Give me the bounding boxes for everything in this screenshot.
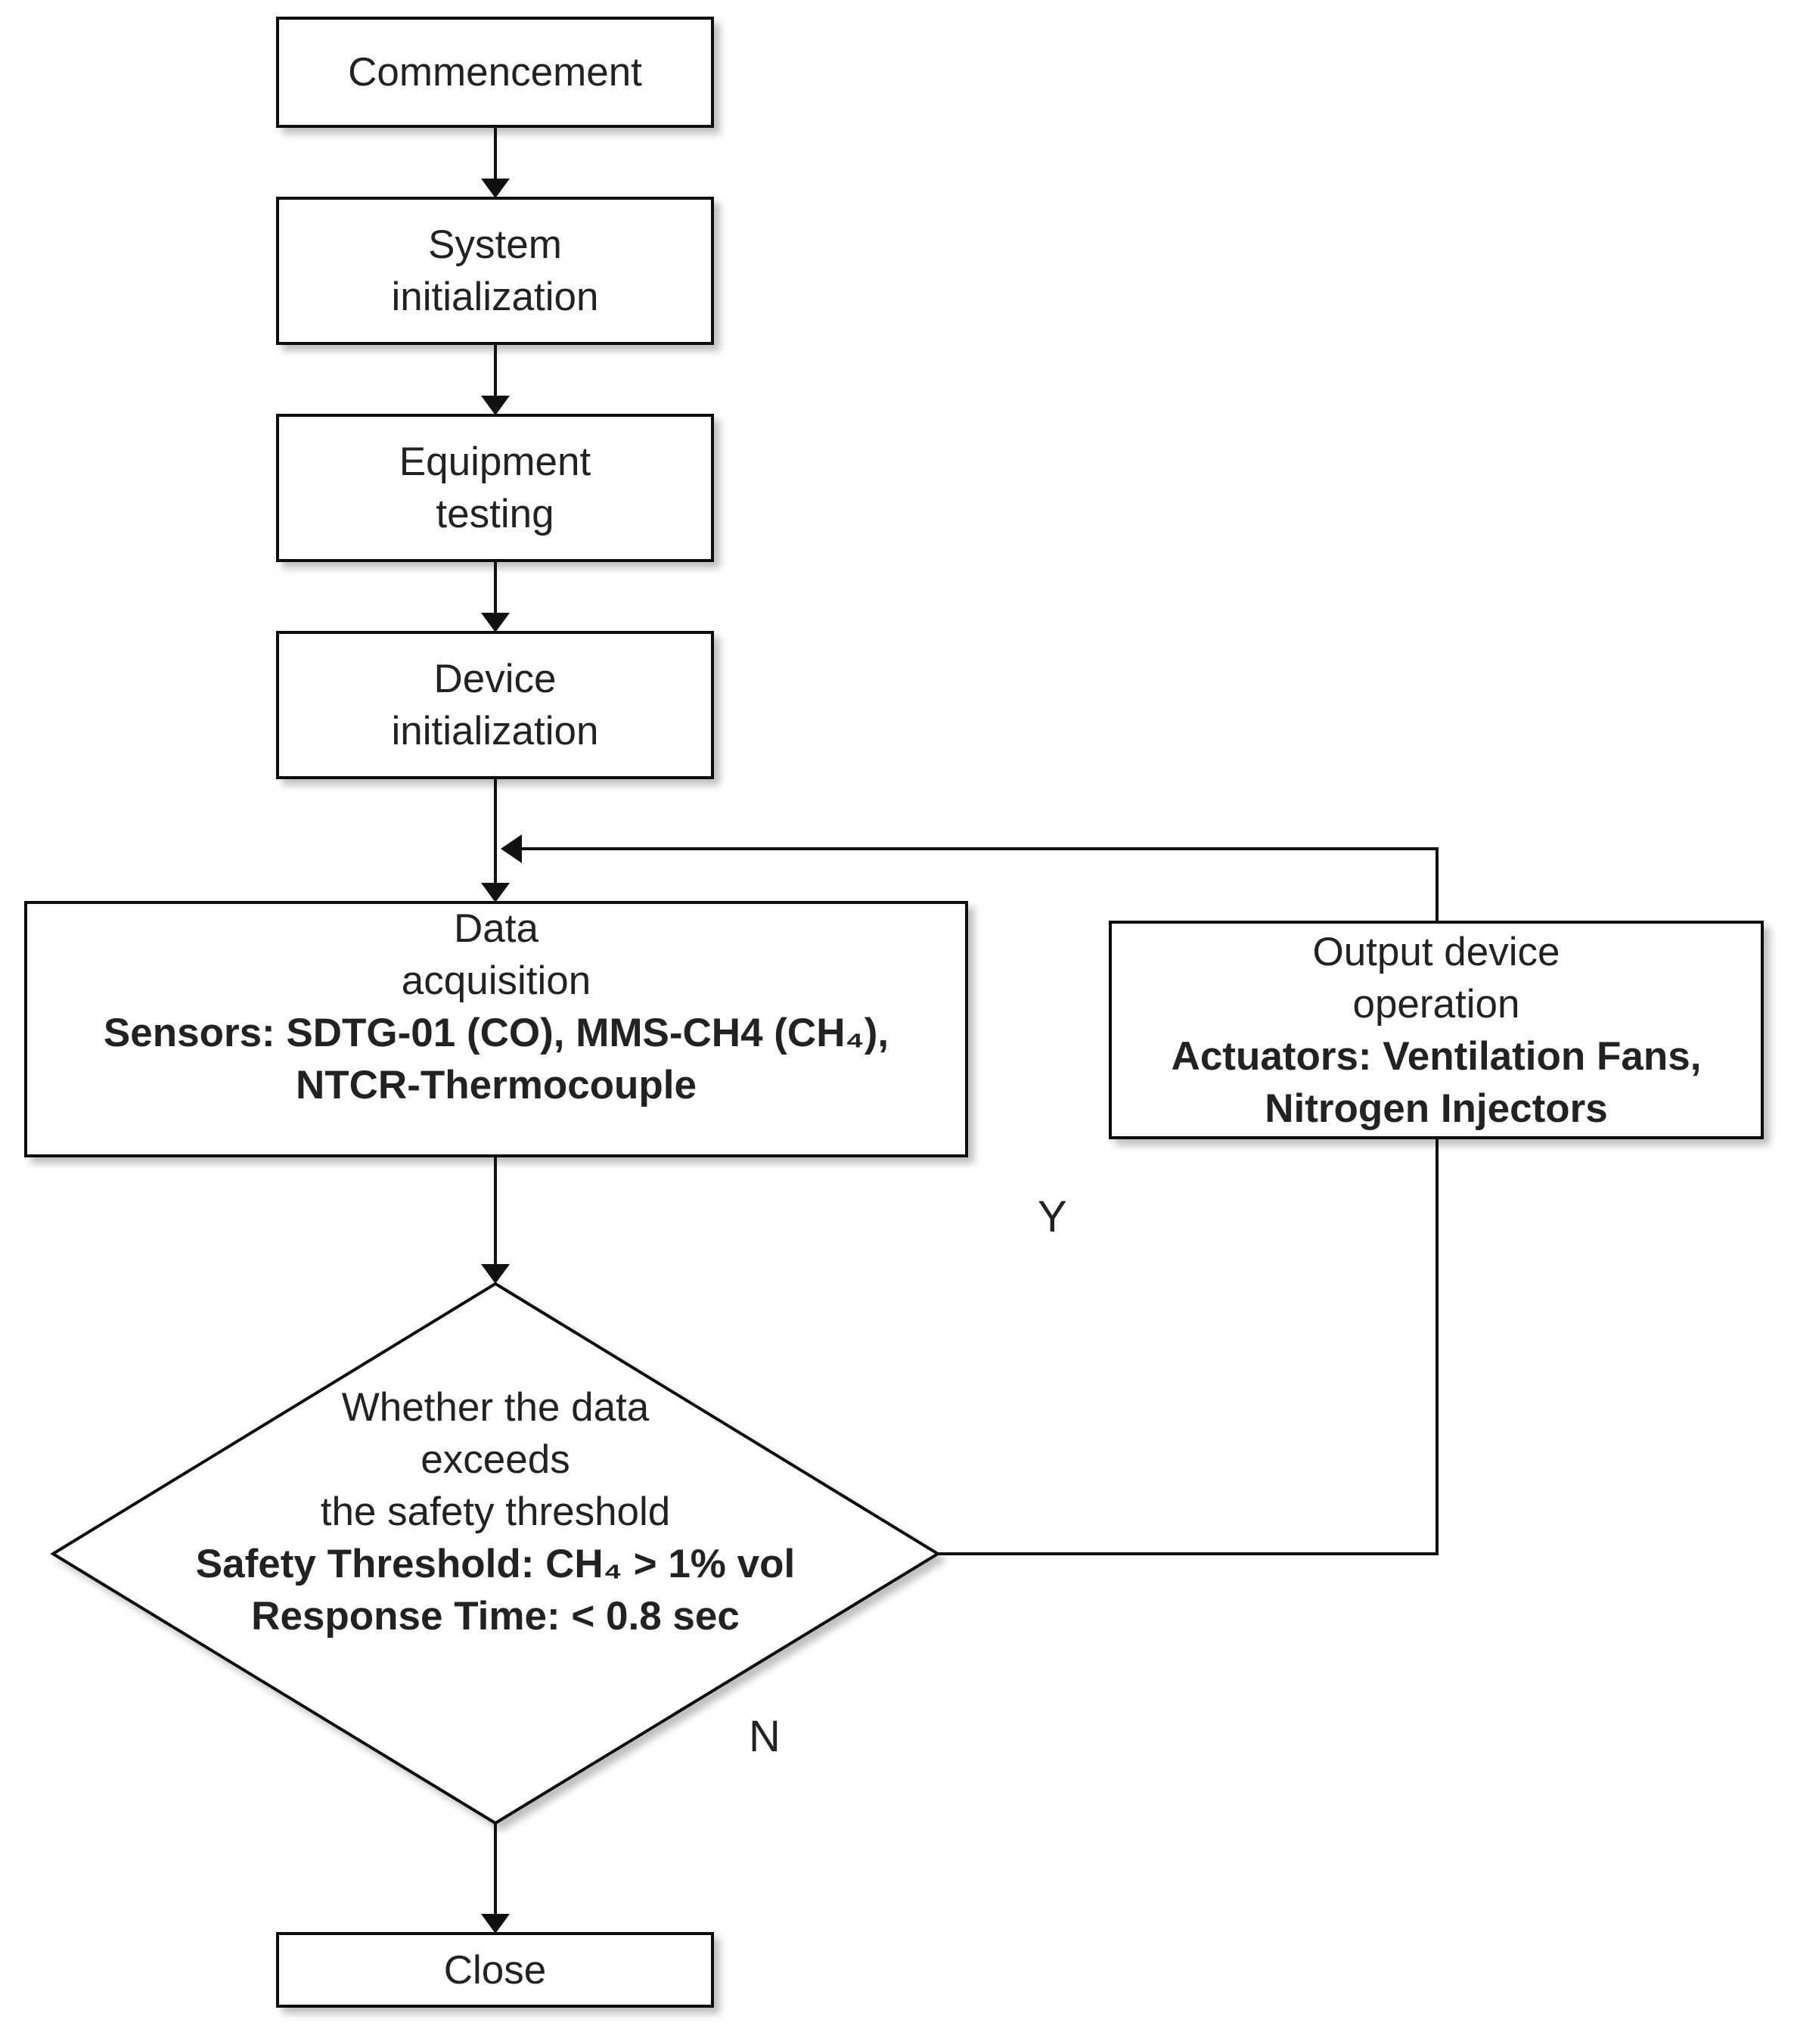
arrowhead-decision xyxy=(481,1264,510,1284)
system-init-label: System initialization xyxy=(278,198,712,343)
output-device-line-1: Output device xyxy=(1312,929,1560,974)
device-init-label: Device initialization xyxy=(278,632,712,778)
decision-response-time: Response Time: < 0.8 sec xyxy=(251,1593,740,1639)
output-device-actuators: Actuators: Ventilation Fans, xyxy=(1171,1033,1702,1079)
equipment-testing-box xyxy=(276,414,714,562)
decision-line-1: Whether the data xyxy=(341,1384,650,1430)
arrowhead-close xyxy=(481,1914,510,1934)
data-acquisition-line-1: Data xyxy=(454,906,539,951)
data-acquisition-box xyxy=(24,901,968,1157)
branch-label-no: N xyxy=(749,1712,781,1761)
decision-line-3: the safety threshold xyxy=(320,1489,671,1534)
decision-threshold: Safety Threshold: CH₄ > 1% vol xyxy=(195,1541,796,1586)
data-acquisition-sensors-cont: NTCR-Thermocouple xyxy=(296,1063,697,1107)
equipment-testing-line-2: testing xyxy=(436,492,554,536)
branch-label-yes: Y xyxy=(1038,1192,1067,1241)
commencement-label: Commencement xyxy=(278,18,712,126)
arrowhead-equipment-testing xyxy=(481,396,510,415)
equipment-testing-label: Equipment testing xyxy=(278,415,712,561)
close-label: Close xyxy=(278,1934,712,2006)
device-init-line-1: Device xyxy=(433,657,557,701)
output-device-line-2: operation xyxy=(1352,981,1520,1027)
connector-decision-yes-to-output-device xyxy=(938,1138,1439,1555)
output-device-actuators-cont: Nitrogen Injectors xyxy=(1265,1086,1608,1131)
data-acquisition-sensors: Sensors: SDTG-01 (CO), MMS-CH4 (CH₄), xyxy=(103,1011,889,1055)
commencement-text: Commencement xyxy=(348,50,642,95)
arrowhead-loop-back xyxy=(501,834,522,863)
decision-label: Whether the data exceeds the safety thre… xyxy=(121,1375,870,1648)
data-acquisition-label: Data acquisition Sensors: SDTG-01 (CO), … xyxy=(26,902,967,1156)
connector-output-device-loop-back xyxy=(519,847,1439,922)
arrowhead-system-init xyxy=(481,179,510,198)
decision-line-2: exceeds xyxy=(421,1437,570,1482)
device-init-line-2: initialization xyxy=(391,709,599,753)
device-init-box xyxy=(276,631,714,779)
data-acquisition-line-2: acquisition xyxy=(401,958,591,1003)
arrowhead-data-acquisition xyxy=(481,883,510,902)
arrowhead-device-init xyxy=(481,613,510,632)
close-box xyxy=(276,1932,714,2008)
system-init-box xyxy=(276,197,714,345)
equipment-testing-line-1: Equipment xyxy=(399,440,591,484)
output-device-box xyxy=(1109,921,1764,1139)
commencement-box xyxy=(276,17,714,128)
system-init-line-1: System xyxy=(428,222,562,267)
system-init-line-2: initialization xyxy=(391,275,599,319)
close-text: Close xyxy=(443,1947,547,1993)
output-device-label: Output device operation Actuators: Venti… xyxy=(1110,922,1762,1138)
